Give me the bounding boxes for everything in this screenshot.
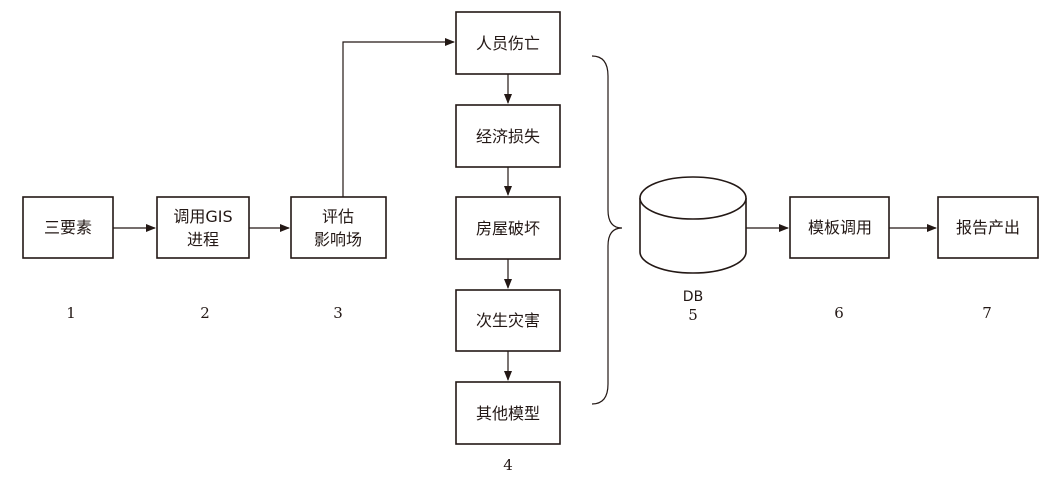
node-other-models: 其他模型 [455,381,561,445]
database-label: DB [683,289,703,305]
node-house-damage: 房屋破坏 [455,196,561,260]
step-number-6: 6 [834,304,844,322]
node-report-output-label: 报告产出 [956,218,1020,237]
node-report-output: 报告产出 [937,196,1039,259]
node-three-elements: 三要素 [22,196,114,259]
database-cylinder: DB [639,176,747,305]
step-number-4: 4 [503,456,513,474]
step-number-5: 5 [688,306,698,324]
arrow-3-4 [342,38,455,197]
node-evaluate-field-label-1: 评估 [322,207,354,226]
node-three-elements-label: 三要素 [44,218,92,237]
node-template-call-label: 模板调用 [808,218,872,237]
node-evaluate-field-label-2: 影响场 [314,230,362,249]
node-economic-loss-label: 经济损失 [476,127,540,146]
node-call-gis-label-2: 进程 [187,230,219,249]
node-secondary-disaster-label: 次生灾害 [476,311,540,330]
step-number-3: 3 [333,304,343,322]
node-call-gis-label-1: 调用GIS [173,207,232,226]
node-casualties: 人员伤亡 [455,11,561,75]
step-number-2: 2 [200,304,210,322]
node-economic-loss: 经济损失 [455,104,561,168]
node-evaluate-field: 评估 影响场 [290,196,387,259]
step-number-7: 7 [982,304,992,322]
node-house-damage-label: 房屋破坏 [476,219,540,238]
node-template-call: 模板调用 [789,196,890,259]
node-other-models-label: 其他模型 [476,404,540,423]
step-number-1: 1 [66,304,76,322]
node-call-gis: 调用GIS 进程 [156,196,250,259]
node-casualties-label: 人员伤亡 [476,34,540,53]
group-brace [591,55,623,405]
node-secondary-disaster: 次生灾害 [455,289,561,352]
